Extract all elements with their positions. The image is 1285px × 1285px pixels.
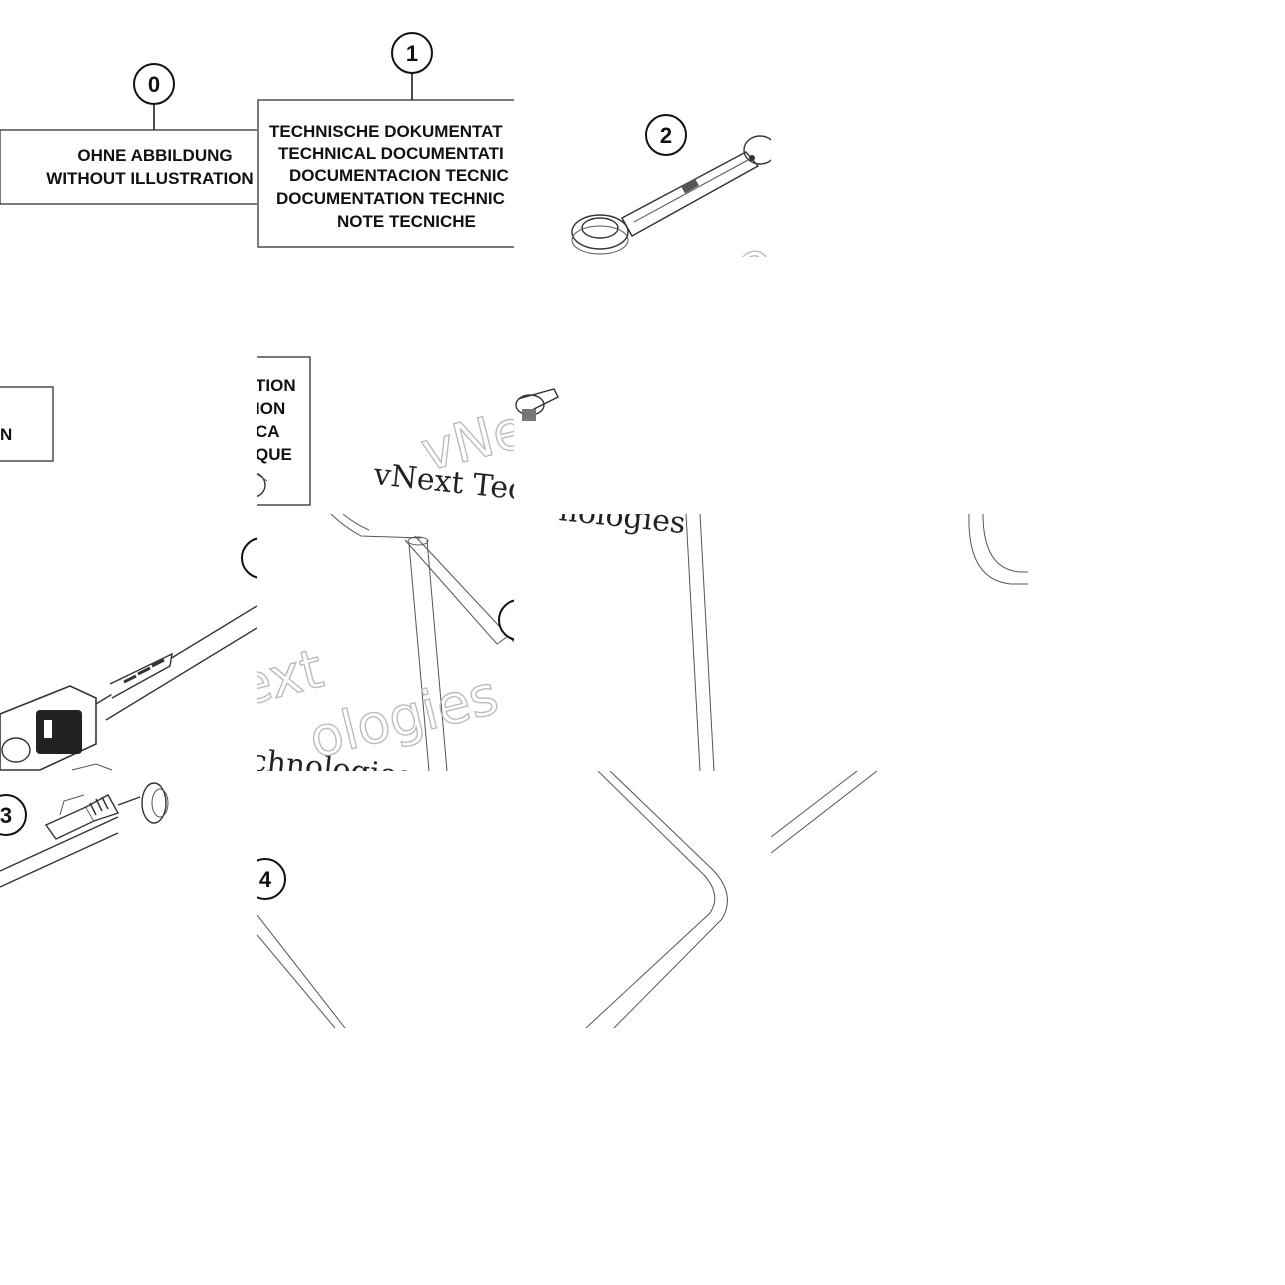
callout-3-number: 3: [0, 803, 12, 828]
callout-1: 1: [391, 32, 433, 100]
callout-0-number: 0: [148, 72, 160, 97]
pipe-segment-right: [699, 514, 715, 771]
without-illustration-line-1: OHNE ABBILDUNG: [77, 146, 232, 165]
pipe-lower-right-b: [771, 771, 878, 854]
tech-doc-frag-4: QUE: [257, 445, 292, 464]
callout-partial-circle: [241, 537, 257, 579]
tile-flow-meter: [0, 514, 257, 771]
tile-pipe-lower-bend: [514, 771, 771, 1028]
tech-doc-frag-2: ION: [257, 399, 285, 418]
tech-doc-line-3: DOCUMENTACION TECNIC: [289, 166, 509, 185]
callout-3: 3: [0, 794, 27, 836]
callout-0: 0: [133, 63, 175, 130]
ring-spanner-icon: [571, 135, 771, 255]
ring-spanner-fragment-icon: [515, 388, 559, 421]
tile-pipe-lower-left: 4: [257, 771, 514, 1028]
tile-callout-2: 2 Techno: [514, 0, 771, 257]
tech-doc-frag-1: TION: [257, 376, 296, 395]
technical-documentation-box: [257, 99, 514, 248]
watermark-nologies: nologies: [557, 514, 687, 541]
without-illustration-box: [0, 129, 257, 205]
callout-2: 2: [645, 114, 687, 156]
tech-doc-line-1: TECHNISCHE DOKUMENTAT: [269, 122, 503, 141]
tile-callout-0: 0 OHNE ABBILDUNG WITHOUT ILLUSTRATION: [0, 0, 257, 257]
tech-doc-frag-3: CA: [257, 422, 280, 441]
tile-callout-1: 1 TECHNISCHE DOKUMENTAT TECHNICAL DOCUME…: [257, 0, 514, 257]
pipe-lower-segment-b: [257, 934, 336, 1028]
tech-doc-line-4: DOCUMENTATION TECHNIC: [276, 189, 505, 208]
callout-4: 4: [257, 858, 286, 900]
pipe-lower-bend-outer: [585, 771, 716, 1028]
pipe-bend-outer: [968, 514, 1028, 585]
watermark-techno: Techno: [566, 227, 771, 257]
pipe-lower-bend-inner: [609, 771, 728, 1028]
tile-cable: 3: [0, 771, 257, 1028]
pipe-lower-segment-a: [257, 914, 346, 1028]
watermark-ologies: ologies: [303, 663, 504, 771]
without-illustration-box-fragment: [0, 386, 54, 462]
flow-meter-icon: [0, 605, 257, 771]
callout-4-number: 4: [259, 867, 272, 892]
pipe-segment-left: [685, 514, 701, 771]
cable-icon: [0, 782, 169, 888]
pipe-bend-inner: [982, 514, 1028, 573]
tile-pipe-bend: [771, 514, 1028, 771]
tile-without-illustration-fragment: N: [0, 257, 257, 514]
tech-doc-line-5: NOTE TECNICHE: [337, 212, 476, 231]
tech-doc-line-2: TECHNICAL DOCUMENTATI: [278, 144, 504, 163]
callout-2-number: 2: [660, 123, 672, 148]
tile-doc-fragment: TION ION CA QUE vNe vNext Tec: [257, 257, 514, 514]
callout-1-number: 1: [406, 41, 418, 66]
without-illustration-line-2: WITHOUT ILLUSTRATION: [46, 169, 253, 188]
without-illustration-fragment-text: N: [0, 425, 12, 444]
callout-partial-circle-2: [498, 599, 514, 641]
tile-spanner-fragment: [514, 257, 771, 514]
tile-pipe-upper: ext chnologies ologies: [257, 514, 514, 771]
tile-pipe-middle: nologies: [514, 514, 771, 771]
tile-pipe-lower-right: [771, 771, 1028, 1028]
pipe-lower-right-a: [771, 771, 858, 838]
spanner-fragment-icon: [257, 472, 268, 498]
